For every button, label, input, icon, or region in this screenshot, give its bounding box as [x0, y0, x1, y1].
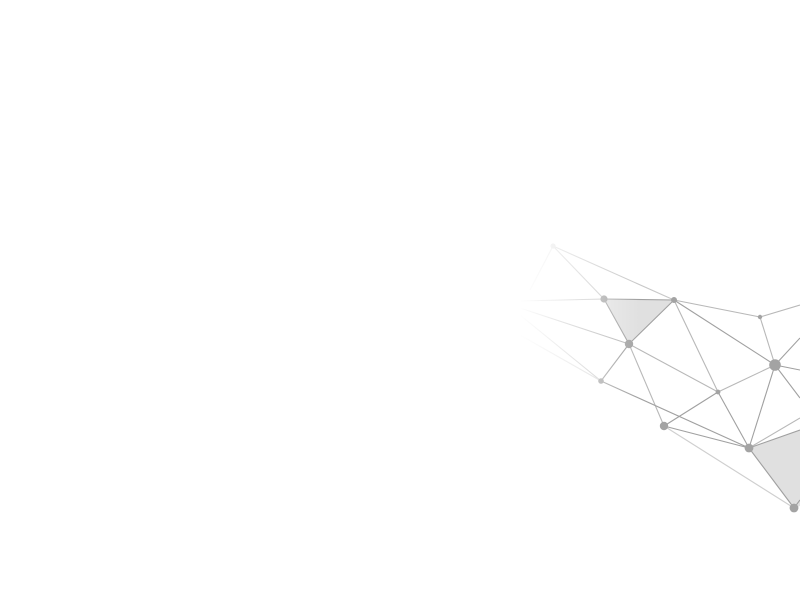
mesh-node — [671, 297, 677, 303]
mesh-node — [744, 443, 754, 453]
mesh-node — [757, 314, 763, 320]
mesh-fill-triangle — [749, 430, 800, 508]
mesh-node — [769, 359, 781, 371]
mesh-node — [789, 503, 799, 513]
mesh-node — [715, 389, 721, 395]
mesh-node — [659, 421, 669, 431]
